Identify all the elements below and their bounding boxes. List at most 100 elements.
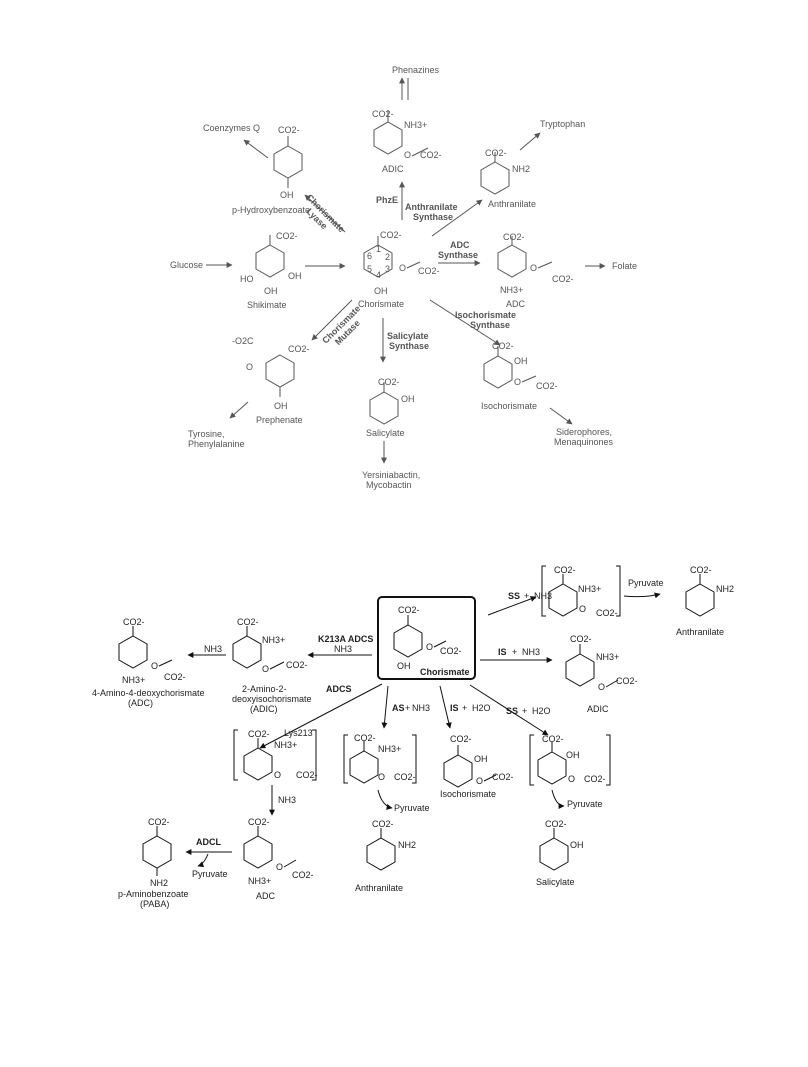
svg-text:NH3+: NH3+ [248,876,271,886]
label-is-right: IS [498,647,507,657]
svg-text:O: O [246,362,253,372]
label-adic-paren: (ADIC) [250,704,278,714]
structure-anthranilate-bottom: CO2- NH2 [366,819,416,871]
svg-text:CO2-: CO2- [503,232,525,242]
svg-text:NH3: NH3 [534,591,552,601]
structure-adc-top: CO2- O CO2- NH3+ [497,232,574,295]
svg-text:OH: OH [566,750,580,760]
label-paba-1: p-Aminobenzoate [118,889,189,899]
svg-text:NH3+: NH3+ [122,675,145,685]
svg-text:2: 2 [385,252,390,262]
svg-text:O: O [568,774,575,784]
label-pyruvate-top: Pyruvate [628,578,664,588]
svg-text:O: O [399,263,406,273]
svg-text:Lys213: Lys213 [284,728,313,738]
svg-text:+: + [512,647,517,657]
svg-text:CO2-: CO2- [292,870,314,880]
enzyme-salicylate-synthase-2: Synthase [389,341,429,351]
structure-p-hydroxybenzoate: CO2- OH [273,125,303,200]
enzyme-adc-synthase-1: ADC [450,240,470,250]
svg-text:NH3+: NH3+ [578,584,601,594]
svg-text:CO2-: CO2- [536,381,558,391]
label-salicylate-top: Salicylate [366,428,405,438]
label-adc-paren: (ADC) [128,698,153,708]
arrow-ss-release-pyruvate [551,789,565,809]
label-isochorismate-top: Isochorismate [481,401,537,411]
svg-text:OH: OH [374,286,388,296]
svg-text:4: 4 [376,270,381,280]
svg-text:+: + [522,706,527,716]
svg-text:HO: HO [240,274,254,284]
svg-text:+: + [405,703,410,713]
svg-text:CO2-: CO2- [596,608,618,618]
structure-anthranilate-topright: CO2- NH2 [685,565,734,617]
label-salicylate-bottom: Salicylate [536,877,575,887]
svg-text:O: O [262,664,269,674]
svg-text:CO2-: CO2- [450,734,472,744]
enzyme-isochorismate-synthase-2: Synthase [470,320,510,330]
svg-text:CO2-: CO2- [690,565,712,575]
svg-text:CO2-: CO2- [570,634,592,644]
structure-adc-bottom: CO2- O CO2- NH3+ [243,817,314,886]
svg-text:OH: OH [264,286,278,296]
svg-text:OH: OH [397,661,411,671]
svg-text:CO2-: CO2- [398,605,420,615]
svg-text:O: O [378,772,385,782]
svg-text:CO2-: CO2- [418,266,440,276]
svg-text:O: O [579,604,586,614]
label-k213a-adcs: K213A ADCS [318,634,373,644]
svg-text:CO2-: CO2- [354,733,376,743]
structure-adc-left: CO2- O CO2- NH3+ [118,617,186,685]
structure-salicylate-top: CO2- OH [369,377,415,425]
arrow-as-release-pyruvate [377,789,393,810]
svg-text:O: O [598,682,605,692]
svg-text:O: O [404,150,411,160]
svg-text:NH3: NH3 [522,647,540,657]
label-p-hydroxybenzoate: p-Hydroxybenzoate [232,205,310,215]
label-siderophores: Siderophores, [556,427,612,437]
label-isochorismate-bottom: Isochorismate [440,789,496,799]
structure-salicylate-bottom: CO2- OH [539,819,584,871]
svg-text:OH: OH [280,190,294,200]
arrow-chorismate-to-ss-water-intermediate [469,684,549,736]
svg-text:CO2-: CO2- [286,660,308,670]
svg-text:CO2-: CO2- [584,774,606,784]
label-adc-top: ADC [506,299,526,309]
enzyme-adc-synthase-2: Synthase [438,250,478,260]
bracket-intermediate-ss-water: CO2- OH O CO2- [529,734,611,786]
label-pyruvate-ss: Pyruvate [567,799,603,809]
bracket-intermediate-as: CO2- NH3+ O CO2- [343,733,417,784]
svg-text:NH3+: NH3+ [378,744,401,754]
svg-text:CO2-: CO2- [440,646,462,656]
label-phenazines: Phenazines [392,65,440,75]
structure-anthranilate-top: CO2- NH2 [480,148,530,195]
svg-text:CO2-: CO2- [248,817,270,827]
structure-prephenate: -O2C CO2- O OH [232,336,310,411]
svg-text:OH: OH [274,401,288,411]
structure-adic-right: CO2- NH3+ O CO2- [565,634,638,692]
svg-text:OH: OH [514,356,528,366]
label-tryptophan: Tryptophan [540,119,585,129]
svg-text:6: 6 [367,251,372,261]
enzyme-chorismate-lyase: Chorismate Lyase [304,192,346,234]
svg-text:CO2-: CO2- [372,819,394,829]
structure-adic-left: CO2- NH3+ O CO2- [232,617,308,674]
enzyme-phze: PhzE [376,195,398,205]
label-adcs: ADCS [326,684,352,694]
label-as: AS [392,703,405,713]
svg-text:CO2-: CO2- [492,341,514,351]
chorismate-box [377,596,476,680]
label-ss-top: SS [508,591,520,601]
svg-text:CO2-: CO2- [164,672,186,682]
label-chorismate-center: Chorismate [358,299,404,309]
svg-text:CO2-: CO2- [545,819,567,829]
label-yersiniabactin: Yersiniabactin, [362,470,420,480]
arrow-chorismate-to-ss-intermediate [487,596,537,616]
svg-text:CO2-: CO2- [372,109,394,119]
svg-text:CO2-: CO2- [288,344,310,354]
structure-shikimate: CO2- HO OH OH [240,231,302,296]
structure-adic-top: CO2- NH3+ O CO2- [372,109,442,160]
svg-text:CO2-: CO2- [552,274,574,284]
svg-text:OH: OH [288,271,302,281]
svg-text:CO2-: CO2- [380,230,402,240]
